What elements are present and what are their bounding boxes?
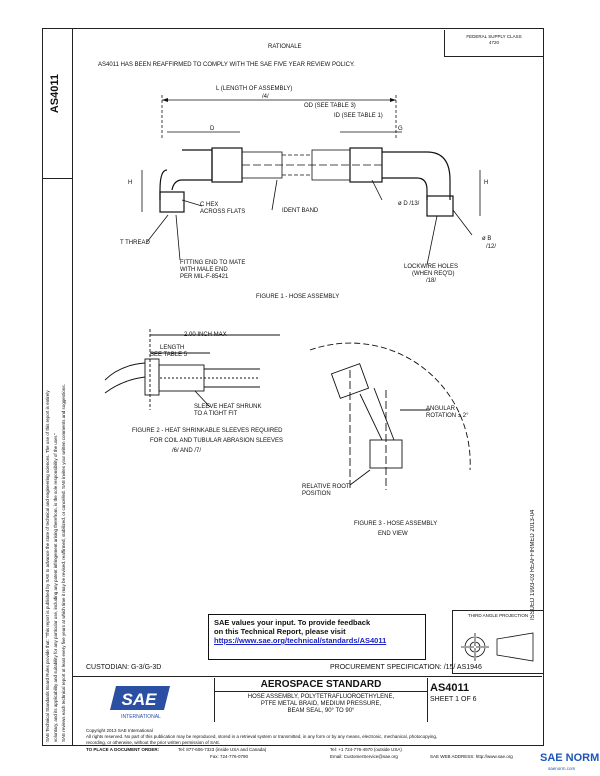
lockwire-3: /18/ xyxy=(426,278,437,284)
issue-dates: ISSUED 1993-03 REAFFIRMED 2013-04 xyxy=(530,509,536,620)
figure3-caption-1: FIGURE 3 - HOSE ASSEMBLY xyxy=(354,521,438,527)
legal-text-2: voluntary, and its applicability and sui… xyxy=(53,433,58,742)
rationale-text: AS4011 HAS BEEN REAFFIRMED TO COMPLY WIT… xyxy=(98,62,355,68)
legal-text-3: SAE reviews each technical report at lea… xyxy=(61,384,66,742)
dia-b-flag: /12/ xyxy=(486,244,497,250)
federal-supply-class-box: FEDERAL SUPPLY CLASS 4720 xyxy=(444,30,543,57)
order-tel: Tel: 877-606-7323 (inside USA and Canada… xyxy=(178,747,267,752)
drawing-sheet-frame xyxy=(72,28,544,746)
standard-description-box: AEROSPACE STANDARD HOSE ASSEMBLY, POLYTE… xyxy=(214,678,428,722)
angular-rotation-2: ROTATION ± 2° xyxy=(426,413,469,419)
figure1-caption: FIGURE 1 - HOSE ASSEMBLY xyxy=(256,294,340,300)
hex-label-2: ACROSS FLATS xyxy=(200,209,246,215)
sae-logo-text: SAE xyxy=(122,690,158,709)
figure2-caption-1: FIGURE 2 - HEAT SHRINKABLE SLEEVES REQUI… xyxy=(132,428,283,434)
sheet-number: SHEET 1 OF 6 xyxy=(430,696,477,703)
hex-label-1: C HEX xyxy=(200,202,219,208)
desc-line-3: BEAM SEAL, 90° TO 90° xyxy=(287,708,355,714)
watermark-sub: saenorm.com xyxy=(548,766,576,771)
figure2-caption-2: FOR COIL AND TUBULAR ABRASION SLEEVES xyxy=(150,438,284,444)
length-label: L (LENGTH OF ASSEMBLY) xyxy=(216,86,293,92)
figure2-caption-3: /6/ AND /7/ xyxy=(172,448,202,454)
fsc-label: FEDERAL SUPPLY CLASS xyxy=(466,34,522,39)
h-dim-right: H xyxy=(484,180,489,186)
feedback-link[interactable]: https://www.sae.org/technical/standards/… xyxy=(214,636,387,645)
third-angle-label: THIRD ANGLE PROJECTION xyxy=(467,613,529,618)
length-flag: /4/ xyxy=(262,94,269,100)
side-doc-tab: AS4011 xyxy=(42,28,72,179)
lockwire-1: LOCKWIRE HOLES xyxy=(404,264,459,270)
length-table-2: SEE TABLE 5 xyxy=(150,352,188,358)
sleeve-label-1: SLEEVE HEAT SHRUNK xyxy=(194,404,262,410)
sleeve-label-2: TO A TIGHT FIT xyxy=(194,411,238,417)
order-email: Email: CustomerService@sae.org xyxy=(330,754,398,759)
figure2-sleeve-drawing xyxy=(104,329,280,410)
sae-logo-sub: INTERNATIONAL xyxy=(121,714,161,720)
desc-line-1: HOSE ASSEMBLY, POLYTETRAFLUOROETHYLENE, xyxy=(247,694,395,700)
feedback-line-1: SAE values your input. To provide feedba… xyxy=(214,618,371,627)
id-label: ID (SEE TABLE 1) xyxy=(334,113,383,119)
angular-rotation-1: ANGULAR xyxy=(426,406,456,412)
third-angle-projection-box: THIRD ANGLE PROJECTION xyxy=(452,610,544,674)
rights-line-1: All rights reserved. No part of this pub… xyxy=(86,734,438,739)
feedback-box: SAE values your input. To provide feedba… xyxy=(208,614,426,660)
procurement-label: PROCUREMENT SPECIFICATION: /15/ AS1946 xyxy=(330,664,482,671)
fitting-end-2: WITH MALE END xyxy=(180,267,228,273)
doc-number: AS4011 xyxy=(430,682,470,694)
left-margin-strip xyxy=(42,28,73,746)
ident-band-label: IDENT BAND xyxy=(282,208,319,214)
title-block xyxy=(72,676,542,725)
lockwire-2: (WHEN REQ'D) xyxy=(412,271,455,277)
legal-text-1: SAE Technical Standards Board Rules prov… xyxy=(45,390,50,742)
desc-line-2: PTFE METAL BRAID, MEDIUM PRESSURE, xyxy=(260,701,382,707)
sae-logo: SAE INTERNATIONAL xyxy=(110,686,170,720)
od-label: OD (SEE TABLE 3) xyxy=(304,103,356,109)
dia-d-label: ø D /13/ xyxy=(398,201,420,207)
relative-root-2: POSITION xyxy=(302,491,331,497)
figure1-hose-assembly-drawing xyxy=(141,95,481,266)
d-dim-label: D xyxy=(210,126,215,132)
fitting-end-1: FITTING END TO MATE xyxy=(180,260,246,266)
order-tel-2: Tel: +1 724-776-4970 (outside USA) xyxy=(330,747,402,752)
fsc-value: 4720 xyxy=(488,39,499,45)
order-label: TO PLACE A DOCUMENT ORDER: xyxy=(86,747,160,752)
standard-title: AEROSPACE STANDARD xyxy=(215,678,427,692)
web-address[interactable]: SAE WEB ADDRESS: http://www.sae.org xyxy=(430,754,513,759)
rationale-heading: RATIONALE xyxy=(268,44,302,50)
watermark-text: SAE NORM xyxy=(540,752,600,764)
relative-root-1: RELATIVE ROOT xyxy=(302,484,350,490)
figure3-end-view-drawing xyxy=(309,342,471,490)
h-dim-left: H xyxy=(128,180,133,186)
dia-b-label: ø B xyxy=(482,236,492,242)
t-thread-label: T THREAD xyxy=(120,240,150,246)
custodian-label: CUSTODIAN: G-3/G-3D xyxy=(86,664,162,671)
max-length-label: 2.00 INCH MAX xyxy=(184,332,227,338)
fitting-end-3: PER MIL-F-85421 xyxy=(180,274,229,280)
order-fax: Fax: 724-776-0790 xyxy=(210,754,249,759)
rights-line-2: recording, or otherwise, without the pri… xyxy=(86,740,221,745)
side-doc-number: AS4011 xyxy=(49,74,61,114)
figure3-caption-2: END VIEW xyxy=(378,531,408,537)
g-dim-label: G xyxy=(398,126,403,132)
copyright-line: Copyright 2013 SAE International xyxy=(86,728,153,733)
third-angle-symbol xyxy=(461,632,534,661)
length-table-1: LENGTH xyxy=(160,345,185,351)
feedback-line-2: on this Technical Report, please visit xyxy=(214,627,346,636)
doc-number-box: AS4011 SHEET 1 OF 6 xyxy=(426,678,542,722)
